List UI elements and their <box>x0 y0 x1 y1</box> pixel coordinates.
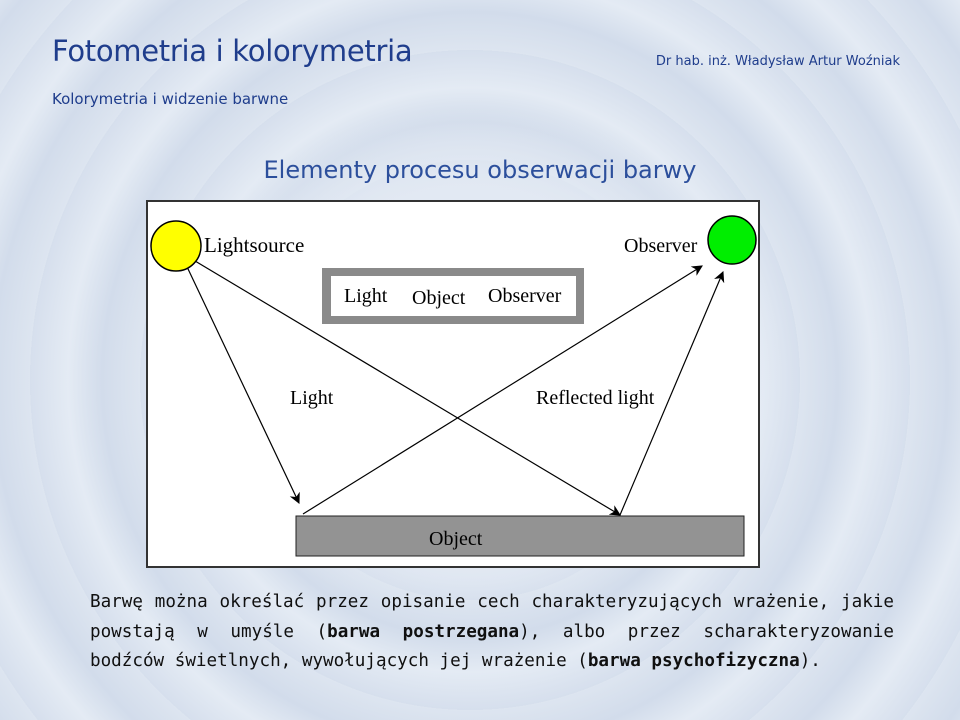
arrow-object-to-observer <box>302 265 703 515</box>
sequence-box-inner <box>331 276 576 316</box>
description-paragraph: Barwę można określać przez opisanie cech… <box>90 588 894 677</box>
light-label: Light <box>290 387 334 409</box>
arrow-object-corner-to-observer <box>619 270 725 516</box>
term-perceived-color: barwa postrzegana <box>327 621 520 642</box>
lightsource-label: Lightsource <box>204 233 304 257</box>
term-psychophysical-color: barwa psychofizyczna <box>587 651 800 671</box>
arrow-lightsource-to-observer-corner <box>179 251 621 516</box>
object-box <box>295 515 745 557</box>
slide-heading: Elementy procesu obserwacji barwy <box>263 156 697 184</box>
presentation-subtitle: Kolorymetria i widzenie barwne <box>52 90 289 108</box>
object-label: Object <box>429 528 483 550</box>
description-text-2: ), albo przez scharakteryzowanie bodźców… <box>90 621 894 672</box>
sequence-item-object: Object <box>412 287 466 309</box>
sequence-item-observer: Observer <box>488 285 562 307</box>
description-text-1: Barwę można określać przez opisanie cech… <box>90 592 894 642</box>
author-name: Dr hab. inż. Władysław Artur Woźniak <box>655 54 900 69</box>
description-text-3: ). <box>799 651 821 671</box>
observer-label: Observer <box>624 235 698 257</box>
observation-diagram: Lightsource Observer Light Object Observ… <box>146 200 760 568</box>
diagram-background <box>146 200 760 568</box>
arrow-lightsource-to-object <box>179 251 300 504</box>
presentation-title: Fotometria i kolorymetria <box>52 34 413 68</box>
sequence-item-light: Light <box>344 285 388 307</box>
reflected-light-label: Reflected light <box>536 387 655 409</box>
observer-circle <box>707 215 757 265</box>
lightsource-circle <box>150 220 202 272</box>
